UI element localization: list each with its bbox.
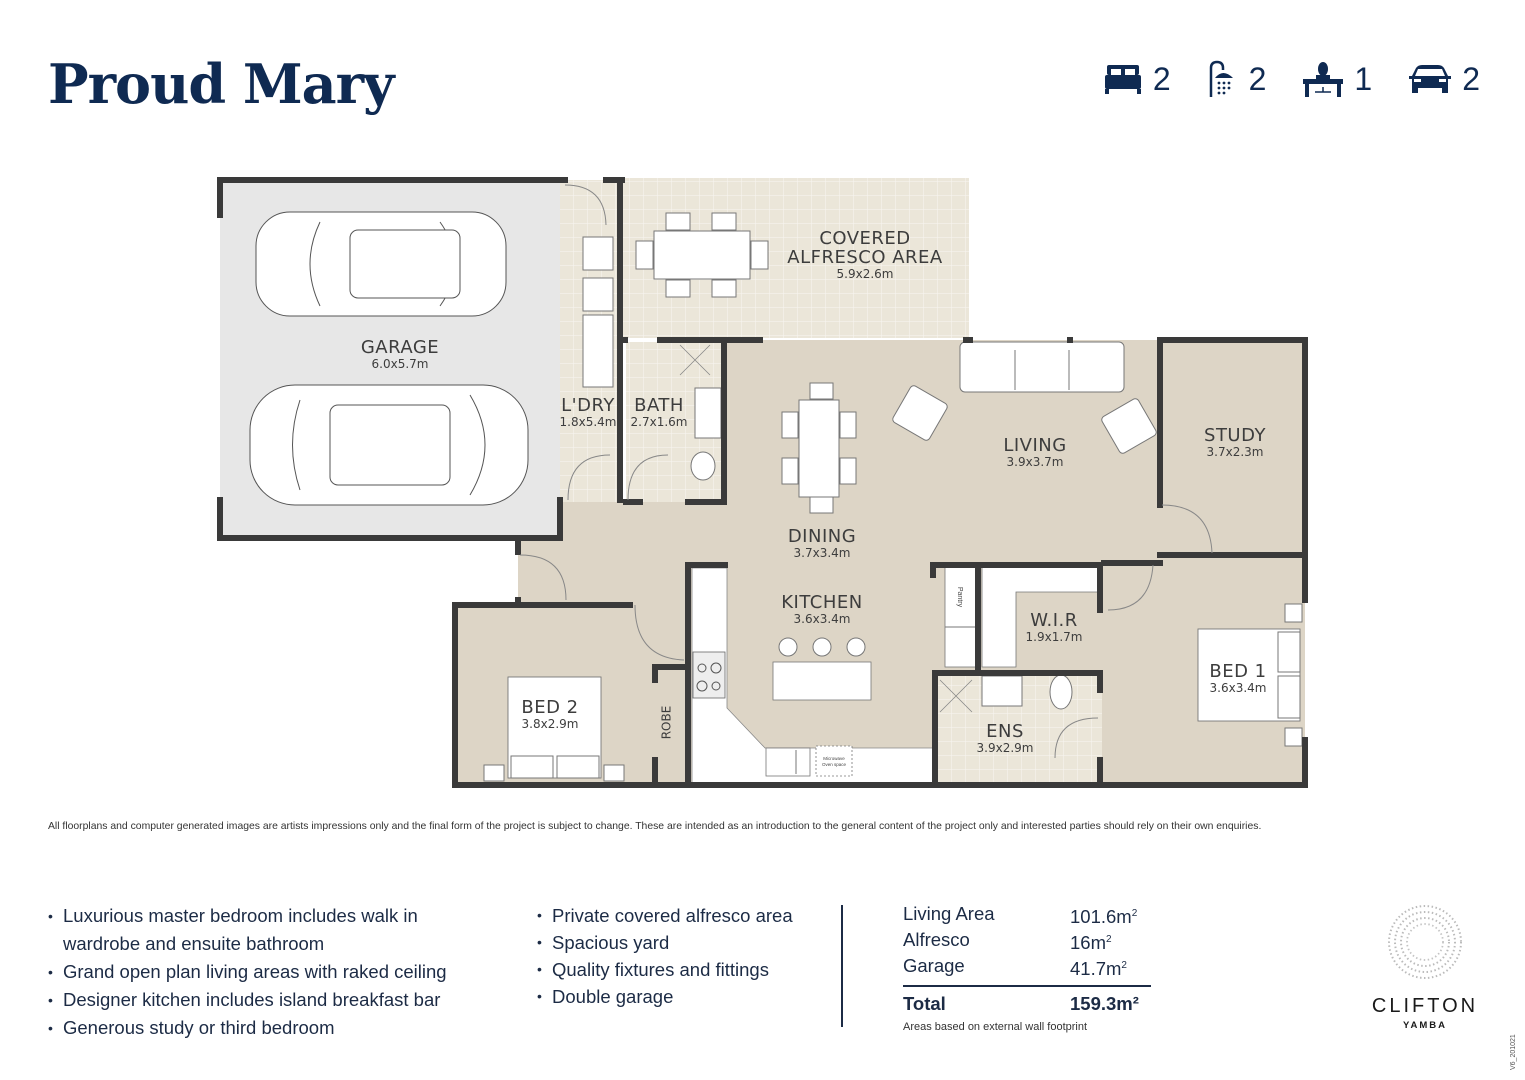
feature-item: Double garage (537, 983, 827, 1010)
dotted-circle-logo-icon (1388, 905, 1462, 979)
feature-item: Private covered alfresco area (537, 902, 827, 929)
feature-item: Generous study or third bedroom (48, 1014, 478, 1042)
features-left: Luxurious master bedroom includes walk i… (48, 902, 478, 1042)
area-total-rule (903, 985, 1151, 987)
spec-carspaces-count: 2 (1462, 60, 1480, 97)
clifton-logo: CLIFTON YAMBA (1370, 898, 1480, 1031)
feature-item: Luxurious master bedroom includes walk i… (48, 902, 478, 958)
feature-item: Quality fixtures and fittings (537, 956, 827, 983)
car-bottom (249, 384, 529, 506)
kitchen-sink (765, 747, 811, 777)
feature-item: Grand open plan living areas with raked … (48, 958, 478, 986)
disclaimer: All floorplans and computer generated im… (48, 821, 1262, 832)
car-icon (1409, 65, 1452, 93)
spec-bedrooms-count: 2 (1152, 60, 1171, 97)
pantry (944, 566, 978, 668)
armchair-right (1101, 398, 1157, 454)
floor-plan: Microwave Oven space Pantry (217, 177, 1308, 788)
page-title: Proud Mary (48, 52, 394, 116)
car-top (255, 211, 507, 317)
robe-label: ROBE (659, 705, 674, 740)
version-code: V6_201021 (1510, 1034, 1517, 1070)
armchair-left (892, 385, 948, 441)
spec-study: 1 (1302, 61, 1372, 98)
alfresco-table (653, 230, 751, 280)
spec-study-count: 1 (1354, 60, 1373, 97)
spec-carspaces: 2 (1408, 61, 1480, 98)
bed-icon (1104, 65, 1141, 94)
spec-bathrooms: 2 (1207, 60, 1267, 98)
door-swings (519, 184, 1213, 759)
spec-bedrooms: 2 (1103, 61, 1171, 98)
logo-sub: YAMBA (1403, 1020, 1447, 1031)
walls (217, 177, 1308, 788)
features-right: Private covered alfresco area Spacious y… (537, 902, 827, 1010)
spec-bathrooms-count: 2 (1248, 60, 1267, 97)
area-note: Areas based on external wall footprint (903, 1021, 1088, 1033)
microwave-label-1: Microwave (823, 756, 845, 761)
microwave-label-2: Oven space (822, 762, 847, 767)
cooktop (692, 651, 726, 699)
kitchen-island (772, 661, 872, 701)
dining-table (798, 399, 840, 498)
property-specs: 2 2 1 2 (1103, 60, 1480, 98)
sofa (959, 341, 1125, 393)
logo-brand: CLIFTON (1371, 995, 1479, 1017)
feature-item: Designer kitchen includes island breakfa… (48, 986, 478, 1014)
desk-icon (1303, 62, 1344, 97)
divider (841, 905, 843, 1027)
microwave-space (815, 745, 853, 777)
feature-item: Spacious yard (537, 929, 827, 956)
pantry-label: Pantry (956, 587, 963, 608)
shower-icon (1209, 60, 1233, 97)
